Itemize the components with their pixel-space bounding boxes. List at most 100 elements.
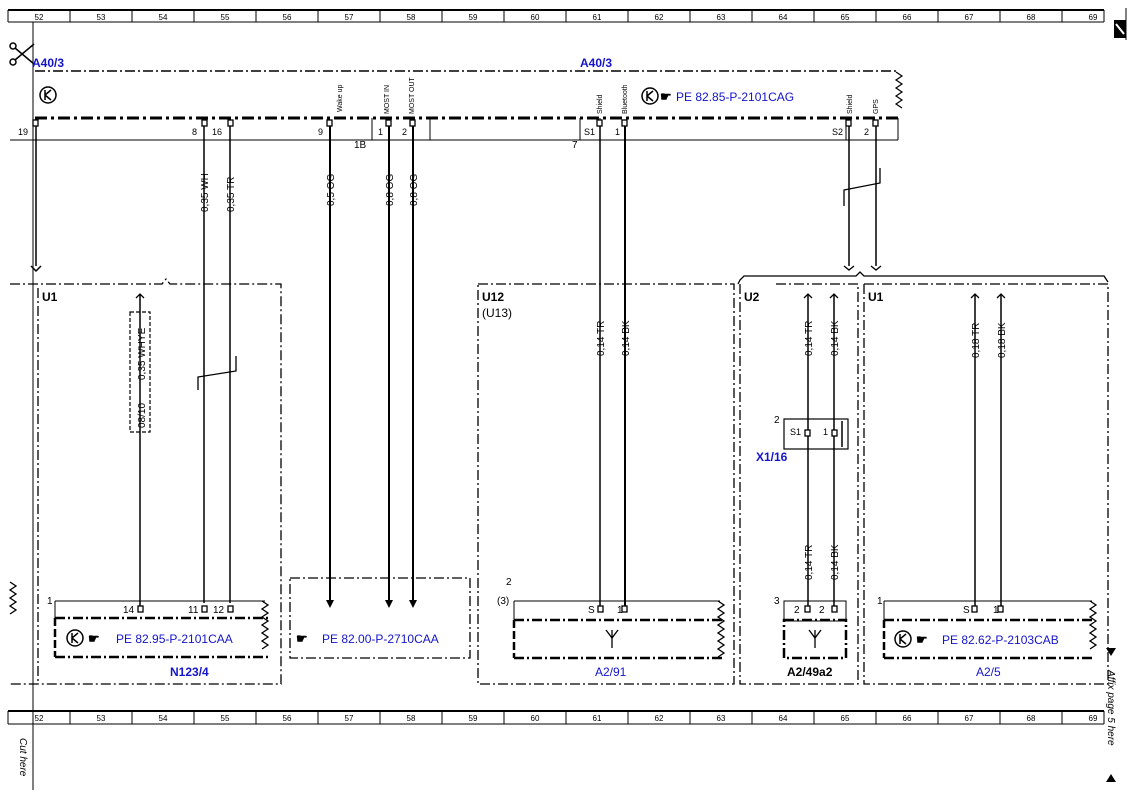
- top-ruler-number: 58: [407, 13, 416, 22]
- top-ruler-number: 56: [283, 13, 292, 22]
- scissors-icon: [9, 42, 35, 66]
- wire-label-whye: 0,35 WHYE: [137, 327, 148, 380]
- block-center: ☛ PE 82.00-P-2710CAA: [289, 577, 471, 659]
- pin-number: 2: [794, 605, 800, 616]
- diagnosis-icon-right: ☛: [641, 87, 672, 105]
- block-ref: PE 82.95-P-2101CAA: [116, 632, 233, 646]
- wire-label: 0,14 BK: [621, 320, 632, 356]
- pin-number: 1B: [354, 140, 367, 151]
- pin-number: 14: [123, 605, 135, 616]
- wire-label: 0,5 OG: [326, 174, 337, 206]
- top-ruler-number: 65: [841, 13, 850, 22]
- pin-number: 9: [318, 127, 323, 137]
- bottom-ruler-number: 61: [593, 714, 602, 723]
- pin-ticks: [32, 119, 1004, 613]
- bottom-ruler-number: 67: [965, 714, 974, 723]
- pin-number: 2: [864, 127, 869, 137]
- block-name: A2/49a2: [787, 665, 833, 679]
- block-u1-left: U1 0,35 WHYE 08/10 1 14 11 12 ☛ PE 82.95…: [8, 277, 282, 685]
- pin-label-shield-2: Shield: [847, 94, 854, 114]
- wire-label: 0,14 BK: [830, 544, 841, 580]
- pin-group-number-alt: (3): [497, 596, 509, 607]
- module-label-right: A40/3: [580, 56, 612, 70]
- block-name: N123/4: [170, 665, 209, 679]
- top-ruler-number: 52: [35, 13, 44, 22]
- pin-number: S2: [832, 127, 843, 137]
- block-u1-right: U1 1 S 1 ☛ PE 82.62-P-2103CAB A2/5: [737, 271, 1109, 685]
- bottom-ruler-number: 56: [283, 714, 292, 723]
- pin-label-shield-1: Shield: [597, 94, 604, 114]
- bottom-ruler-number: 53: [97, 714, 106, 723]
- block-ref: PE 82.62-P-2103CAB: [942, 633, 1059, 647]
- block-ref: PE 82.00-P-2710CAA: [322, 632, 439, 646]
- block-name: A2/5: [976, 665, 1001, 679]
- bottom-ruler-number: 64: [779, 714, 788, 723]
- bottom-ruler-number: 62: [655, 714, 664, 723]
- top-ruler-number: 61: [593, 13, 602, 22]
- block-subtitle: (U13): [482, 306, 512, 320]
- module-a40-3: A40/3 A40/3 ☛ PE 82.85-P-2101CAG Wake up…: [10, 56, 904, 151]
- top-ruler-number: 60: [531, 13, 540, 22]
- top-ruler-number: 55: [221, 13, 230, 22]
- connector-pin-group: 2: [774, 415, 780, 426]
- wires: [30, 120, 1006, 612]
- pin-group-number: 2: [506, 577, 512, 588]
- pointing-hand-icon: ☛: [660, 89, 672, 104]
- wire-label: 0,35 TR: [226, 177, 237, 212]
- top-ruler-number: 66: [903, 13, 912, 22]
- wire-label: 0,14 BK: [830, 320, 841, 356]
- cut-here-label: Cut here: [17, 738, 28, 777]
- pin-number: 1: [823, 427, 828, 437]
- pointing-hand-icon: ☛: [296, 631, 308, 646]
- diagnosis-icon: [66, 629, 84, 647]
- bottom-ruler-number: 55: [221, 714, 230, 723]
- block-name: A2/91: [595, 665, 627, 679]
- pin-number: 8: [192, 127, 197, 137]
- bottom-ruler-number: 57: [345, 714, 354, 723]
- antenna-icon: [605, 629, 619, 648]
- bottom-ruler-number: 52: [35, 714, 44, 723]
- block-title: U12: [482, 290, 504, 304]
- block-title: U1: [42, 290, 58, 304]
- bottom-ruler-number: 66: [903, 714, 912, 723]
- pin-number: 7: [572, 140, 578, 151]
- top-ruler-number: 63: [717, 13, 726, 22]
- pin-number: S: [963, 605, 970, 616]
- pin-number: 1: [617, 605, 623, 616]
- bottom-ruler-number: 68: [1027, 714, 1036, 723]
- block-title: U1: [868, 290, 884, 304]
- affix-page-label: Affix page 5 here: [1105, 669, 1116, 746]
- pin-group-number: 1: [877, 596, 883, 607]
- bottom-ruler-number: 69: [1089, 714, 1098, 723]
- wire-labels: 0,35 WH 0,35 TR 0,5 OG 0,8 OG 0,8 OG 0,1…: [200, 173, 1008, 580]
- wire-label: 0,8 OG: [385, 174, 396, 206]
- pin-group-number: 3: [774, 596, 780, 607]
- arrow-up-icon: [1106, 774, 1116, 782]
- module-label-left: A40/3: [32, 56, 64, 70]
- pin-number: 16: [212, 127, 222, 137]
- pin-number: 2: [819, 605, 825, 616]
- top-ruler-number: 53: [97, 13, 106, 22]
- pointing-hand-icon: ☛: [916, 632, 928, 647]
- bottom-ruler-number: 59: [469, 714, 478, 723]
- wire-label: 0,14 TR: [804, 321, 815, 356]
- date-label: 08/10: [137, 403, 148, 428]
- block-u2: U2 2 S1 1 X1/16 3 2 2 A2/49a2: [739, 283, 859, 685]
- pin-number: S: [588, 605, 595, 616]
- pin-label-most-out: MOST OUT: [409, 76, 416, 114]
- pin-label-most-in: MOST IN: [384, 85, 391, 114]
- bottom-ruler-number: 63: [717, 714, 726, 723]
- wire-label: 0,14 TR: [804, 545, 815, 580]
- pin-number: S1: [790, 427, 801, 437]
- pin-number: 1: [615, 127, 620, 137]
- diagnosis-icon: [894, 630, 912, 648]
- diagnosis-icon: [39, 86, 57, 104]
- top-ruler-number: 68: [1027, 13, 1036, 22]
- pin-number: S1: [584, 127, 595, 137]
- pin-label-wake-up: Wake up: [337, 85, 344, 112]
- block-title: U2: [744, 290, 760, 304]
- pin-number: 12: [213, 605, 225, 616]
- wire-label: 0,18 BK: [997, 322, 1008, 358]
- pin-number: 2: [402, 127, 407, 137]
